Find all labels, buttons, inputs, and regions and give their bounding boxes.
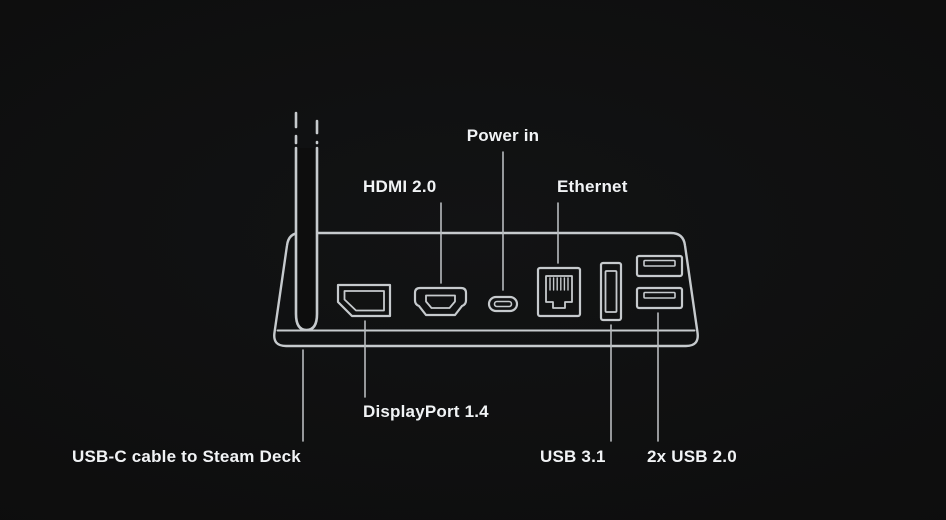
usbc-cable-body <box>294 146 319 332</box>
displayport-outer <box>336 283 392 318</box>
usb31-outer <box>599 261 623 322</box>
usbc-power-outer <box>487 295 519 313</box>
label-displayport: DisplayPort 1.4 <box>363 402 489 421</box>
usb20-bottom-tongue <box>643 291 676 299</box>
dock-body-outline <box>273 231 699 348</box>
usb-a-3-1-port-icon <box>599 261 623 322</box>
usbc-power-port-icon <box>487 295 519 313</box>
label-usb20: 2x USB 2.0 <box>647 447 737 466</box>
ethernet-rj45-inner <box>545 275 573 309</box>
hdmi-outer <box>413 286 468 317</box>
label-ethernet: Ethernet <box>557 177 628 196</box>
hdmi-inner <box>425 294 456 309</box>
usb20-top-outer <box>635 254 684 278</box>
usb20-top-tongue <box>643 259 676 267</box>
usb20-bottom-outer <box>635 286 684 310</box>
displayport-inner <box>343 290 385 312</box>
label-usb31: USB 3.1 <box>540 447 606 466</box>
usbc-cable-icon <box>294 111 319 332</box>
hdmi-port-icon <box>413 286 468 317</box>
label-hdmi: HDMI 2.0 <box>363 177 437 196</box>
displayport-port-icon <box>336 283 392 318</box>
usb31-tongue <box>604 270 618 313</box>
ethernet-outer <box>536 266 582 318</box>
label-usbc-cable: USB-C cable to Steam Deck <box>72 447 301 466</box>
ethernet-pins <box>549 277 569 291</box>
ethernet-port-icon <box>536 266 582 318</box>
label-power-in: Power in <box>466 126 540 145</box>
usbc-power-inner <box>493 300 513 308</box>
usb-a-2-0-ports-icon <box>635 254 684 310</box>
